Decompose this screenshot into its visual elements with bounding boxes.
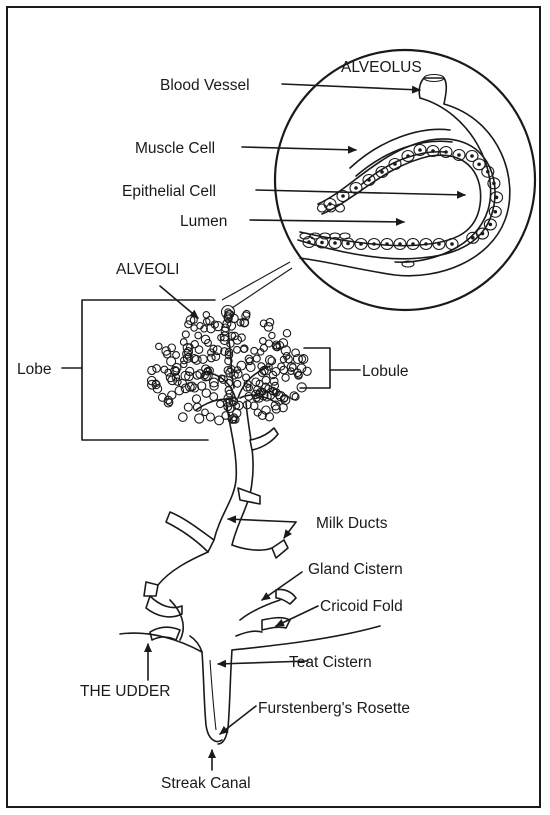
label-gland-cistern: Gland Cistern (308, 561, 403, 578)
alveolus (237, 361, 246, 370)
alveolus (206, 413, 214, 421)
alveolus (283, 330, 290, 337)
label-alveolus: ALVEOLUS (341, 59, 422, 76)
alveolus (153, 365, 161, 373)
alveolus (282, 374, 289, 381)
label-blood-vessel: Blood Vessel (160, 77, 250, 94)
alveolus (260, 338, 267, 345)
alveolus (180, 339, 187, 346)
alveolus (234, 346, 241, 353)
label-alveoli: ALVEOLI (116, 261, 179, 278)
alveolus (195, 346, 203, 354)
alveolus (156, 343, 162, 349)
label-lobule: Lobule (362, 363, 409, 380)
label-streak-canal: Streak Canal (161, 775, 251, 792)
alveolus (191, 325, 197, 331)
alveolus (210, 393, 218, 401)
alveolus (192, 395, 200, 403)
alveolus (195, 332, 202, 339)
label-lumen: Lumen (180, 213, 227, 230)
alveolus (202, 389, 210, 397)
label-furstenbergs-rosette: Furstenberg's Rosette (258, 700, 410, 717)
alveolus (179, 413, 188, 422)
alveolus (193, 371, 201, 379)
alveoli-cluster (148, 310, 312, 424)
label-epithelial-cell: Epithelial Cell (122, 183, 216, 200)
alveolus (251, 347, 258, 354)
alveolus (253, 355, 260, 362)
alveolus (192, 356, 201, 365)
label-cricoid-fold: Cricoid Fold (320, 598, 403, 615)
alveolus (195, 414, 204, 423)
alveolus (182, 331, 189, 338)
label-milk-ducts: Milk Ducts (316, 515, 388, 532)
label-lobe: Lobe (17, 361, 51, 378)
magnify-connector (232, 268, 292, 308)
alveolus (234, 380, 241, 387)
label-teat-cistern: Teat Cistern (289, 654, 372, 671)
alveolus (208, 354, 216, 362)
alveolus (269, 332, 275, 338)
label-muscle-cell: Muscle Cell (135, 140, 215, 157)
alveolus (289, 364, 296, 371)
label-the-udder: THE UDDER (80, 683, 170, 700)
alveolus (217, 400, 224, 407)
alveolus (148, 366, 156, 374)
alveolus (184, 403, 192, 411)
